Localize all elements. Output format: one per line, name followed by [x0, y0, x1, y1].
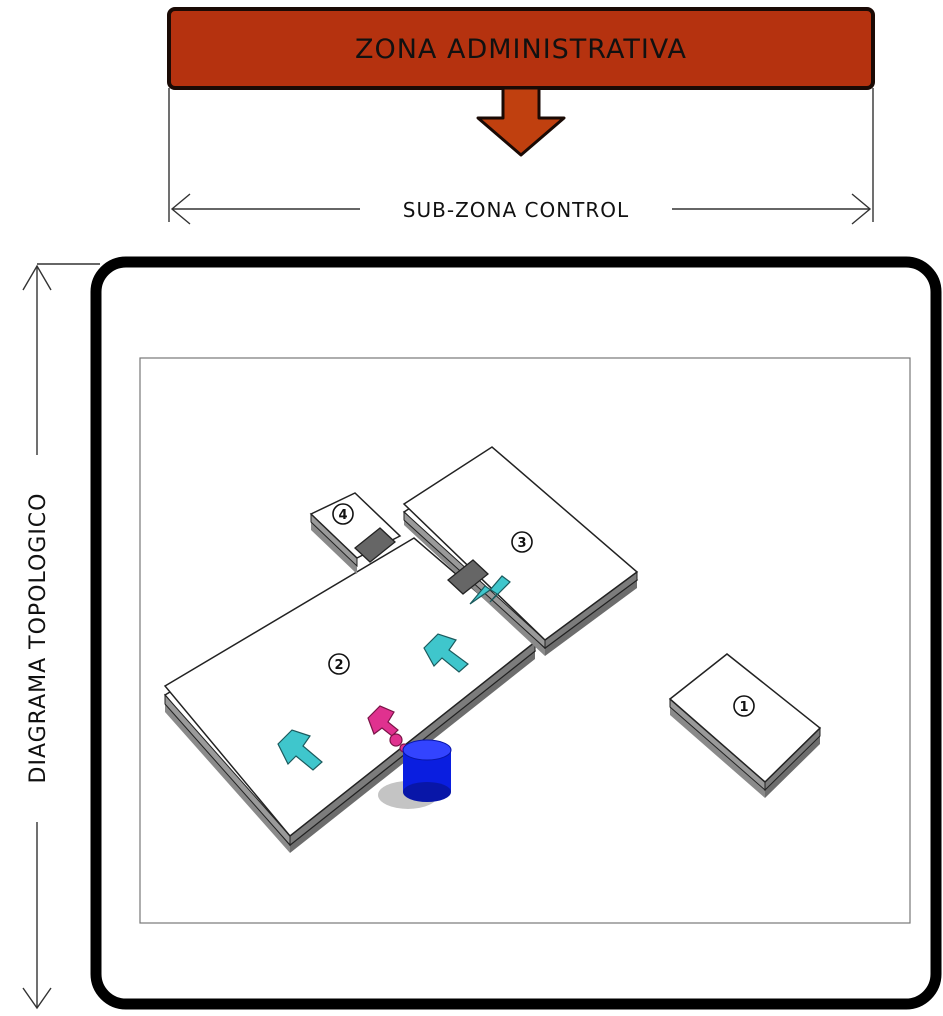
subzone-label: SUB-ZONA CONTROL [403, 198, 629, 222]
cylinder-icon [378, 739, 452, 809]
block-1: 1 [668, 653, 822, 798]
side-label: DIAGRAMA TOPOLOGICO [26, 493, 51, 784]
subzone-dimension [168, 88, 874, 225]
flow-arrow-icon [277, 575, 511, 771]
block-1-number: 1 [739, 700, 748, 715]
block-4-number: 4 [338, 508, 347, 523]
site-boundary [139, 357, 911, 924]
side-dimension [22, 263, 100, 1010]
block-3-number: 3 [517, 536, 526, 551]
access-arrow-icon [367, 705, 409, 753]
block-2-number: 2 [334, 658, 343, 673]
connector-arrow-icon [354, 527, 489, 595]
header-title: ZONA ADMINISTRATIVA [355, 34, 687, 65]
block-4: 4 [309, 492, 402, 574]
header-banner: ZONA ADMINISTRATIVA [167, 7, 875, 90]
down-arrow-icon [476, 86, 566, 157]
block-3: 3 [402, 446, 639, 656]
